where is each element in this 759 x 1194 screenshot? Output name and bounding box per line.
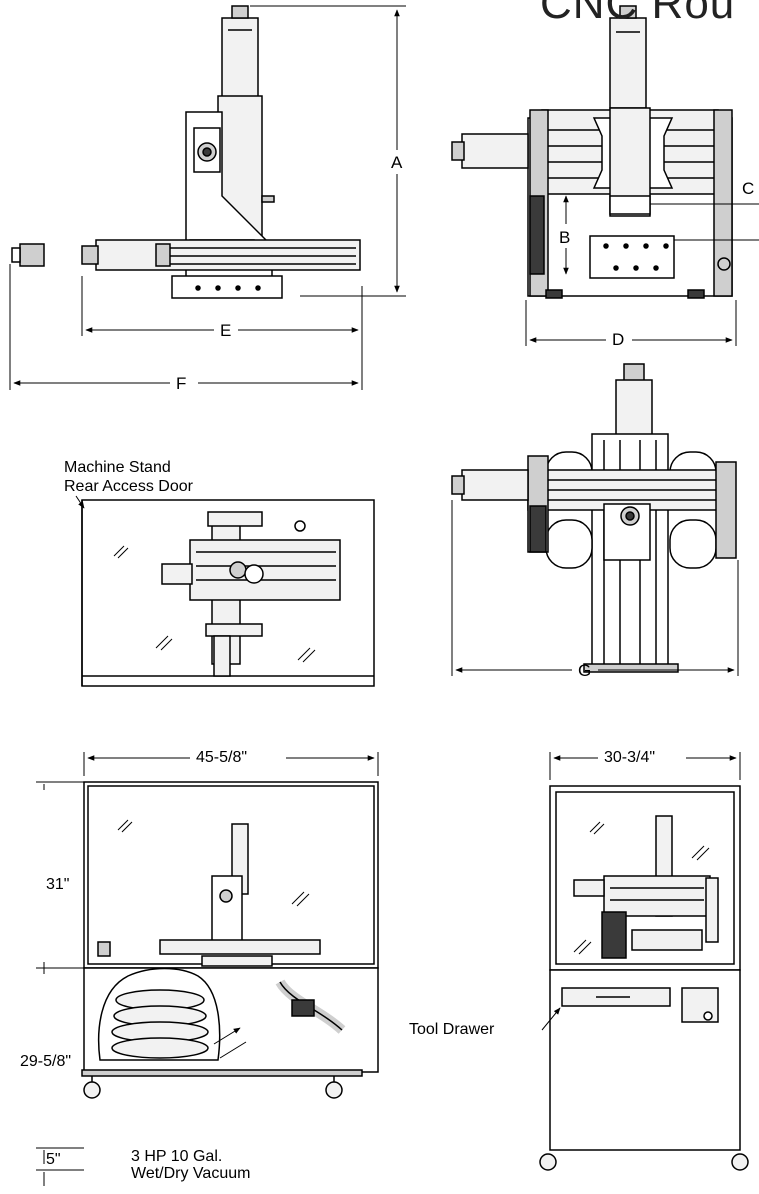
dim-label-f: F — [176, 374, 187, 393]
machine-front-view — [451, 5, 733, 299]
dim-label-b: B — [559, 228, 571, 247]
machine-top-view — [451, 363, 737, 673]
vacuum-label-line-2: Wet/Dry Vacuum — [131, 1165, 251, 1182]
glass-glare-marks — [75, 495, 316, 663]
callout-line-2: Rear Access Door — [64, 478, 193, 495]
caster-height: 5" — [46, 1151, 61, 1168]
dimension-lines-stand-side — [549, 752, 741, 780]
enclosure-height: 31" — [46, 876, 70, 893]
dim-label-c: C — [742, 179, 755, 198]
dimension-lines-side-view — [9, 5, 406, 390]
callout-line-1: Machine Stand — [64, 459, 171, 476]
page-header-fragment: CNC Rou — [540, 0, 736, 28]
tool-drawer-label: Tool Drawer — [409, 1021, 495, 1038]
stand-top-view — [81, 499, 375, 687]
vacuum-label-line-1: 3 HP 10 Gal. — [131, 1148, 223, 1165]
dim-label-a: A — [391, 153, 403, 172]
dimension-lines-stand-front — [36, 752, 379, 1186]
stand-side-width: 30-3/4" — [604, 749, 656, 766]
stand-front-glare — [117, 819, 310, 1059]
stand-side-view — [539, 785, 749, 1171]
vacuum-label: 3 HP 10 Gal. Wet/Dry Vacuum — [131, 1148, 250, 1182]
stand-side-glare — [541, 821, 710, 1031]
machine-side-view — [11, 5, 361, 299]
dim-label-e: E — [220, 321, 232, 340]
stand-front-view — [81, 781, 379, 1099]
dim-label-g: G — [578, 661, 592, 680]
dim-label-d: D — [612, 330, 625, 349]
stand-front-width: 45-5/8" — [196, 749, 248, 766]
dimension-lines-top-view — [451, 500, 739, 676]
callout-rear-access-door: Machine Stand Rear Access Door — [64, 458, 193, 496]
stand-height: 29-5/8" — [20, 1053, 72, 1070]
dimension-lines-front-view — [525, 195, 759, 346]
